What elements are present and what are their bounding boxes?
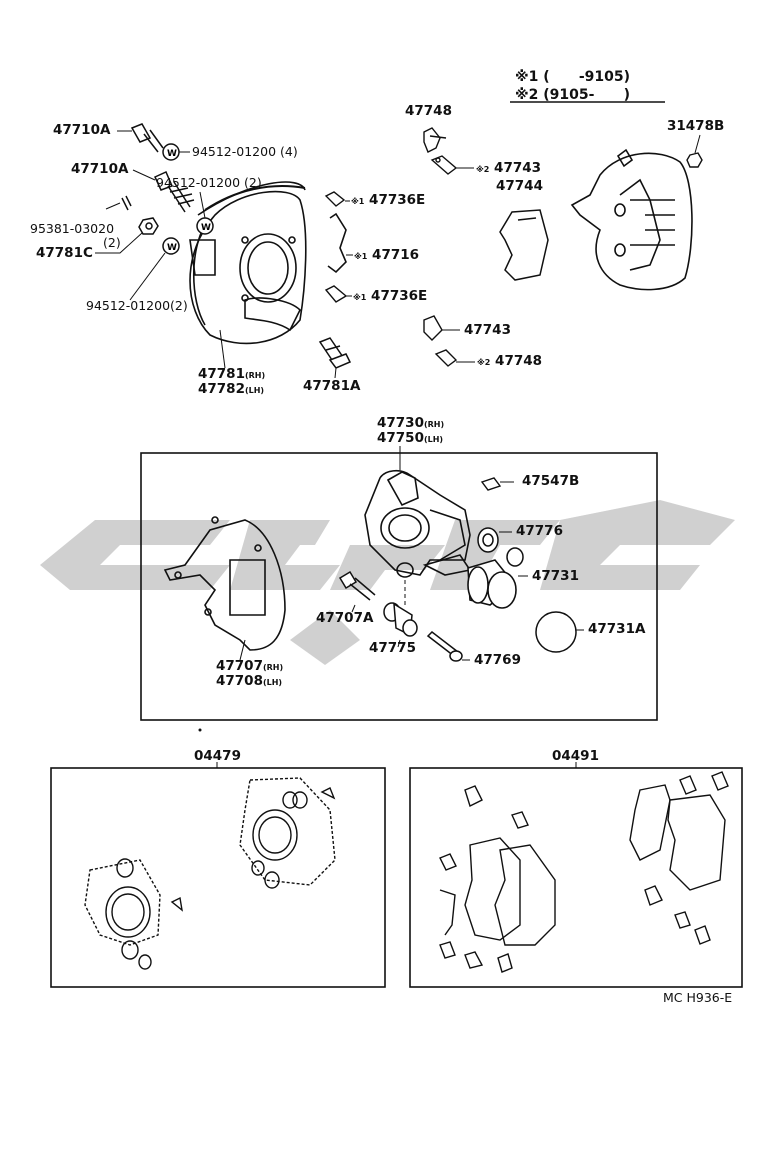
- label-47769: 47769: [474, 652, 521, 668]
- bushing-47776: [477, 527, 524, 567]
- piston-47731: [467, 559, 517, 609]
- label-94512-2a: 94512-01200 (2): [156, 175, 262, 190]
- label-47744: 47744: [496, 178, 543, 194]
- label-47731A: 47731A: [588, 621, 646, 637]
- nut-47781C: [138, 217, 159, 235]
- label-94512-4: 94512-01200 (4): [192, 144, 298, 159]
- label-47781: 47781(RH): [198, 366, 266, 382]
- legend-line-1: ※1 ( -9105): [515, 69, 631, 85]
- caliper-body: [364, 469, 472, 578]
- label-31478B: 31478B: [667, 118, 725, 134]
- bleeder-47547B: [480, 477, 502, 491]
- label-47710A-lower: 47710A: [71, 161, 129, 177]
- label-47743-top: ※2 47743: [476, 160, 542, 176]
- anti-squeal-shim-47744: [499, 209, 549, 281]
- label-47748-top: 47748: [405, 103, 452, 119]
- label-47775: 47775: [369, 640, 416, 656]
- label-47781A: 47781A: [303, 378, 361, 394]
- bushing-47775: [383, 602, 418, 637]
- label-47748-bottom: ※2 47748: [477, 353, 543, 369]
- spring-47716: [327, 212, 347, 274]
- label-kit-04491: 04491: [552, 748, 599, 764]
- label-47716: ※1 47716: [354, 247, 420, 263]
- clip-47748-bottom: [434, 349, 458, 367]
- nut-31478B: [686, 152, 703, 168]
- label-47707: 47707(RH): [216, 658, 284, 674]
- washer-icon: [162, 143, 214, 255]
- label-47731: 47731: [532, 568, 579, 584]
- caliper-mounting: [570, 148, 693, 291]
- clip-47743-bottom: [423, 315, 443, 341]
- label-47547B: 47547B: [522, 473, 580, 489]
- boot-47731A: [535, 611, 577, 653]
- pin-95381: [121, 195, 132, 211]
- clip-47748-top: [423, 127, 447, 153]
- label-95381-qty: (2): [103, 235, 121, 250]
- watermark-logo: [40, 500, 735, 665]
- clip-47743-top: [430, 155, 458, 175]
- label-47750: 47750(LH): [377, 430, 444, 446]
- label-95381: 95381-03020: [30, 221, 115, 236]
- label-94512-2b: 94512-01200(2): [86, 298, 188, 313]
- label-47707A: 47707A: [316, 610, 374, 626]
- label-47708: 47708(LH): [216, 673, 283, 689]
- label-47730: 47730(RH): [377, 415, 445, 431]
- leader-lines: [95, 130, 337, 379]
- clip-47736E-upper: [324, 191, 346, 207]
- bolt-47707A: [338, 570, 376, 601]
- washer-letter: W: [167, 149, 177, 159]
- bolt-47710A-lower: [154, 171, 195, 213]
- kit-04491-box: [409, 767, 743, 988]
- pin-47769: [426, 631, 463, 662]
- kit-04491-parts: [439, 771, 729, 973]
- label-47776: 47776: [516, 523, 563, 539]
- label-47710A-upper: 47710A: [53, 122, 111, 138]
- washer-letter: W: [167, 243, 177, 253]
- label-47743-bottom: 47743: [464, 322, 511, 338]
- backing-plate: [189, 181, 307, 345]
- shim-47707: [163, 516, 286, 651]
- label-47736E-lower: ※1 47736E: [353, 288, 428, 304]
- clip-47736E-lower: [324, 285, 348, 303]
- label-47782: 47782(LH): [198, 381, 265, 397]
- bolt-47781A: [318, 337, 352, 369]
- kit-04479-box: [50, 767, 386, 988]
- kit-04479-parts: [84, 777, 336, 970]
- caliper-assembly-box: [140, 452, 658, 721]
- label-47781C: 47781C: [36, 245, 93, 261]
- label-47736E-upper: ※1 47736E: [351, 192, 426, 208]
- diagram-code: MC H936-E: [663, 990, 733, 1005]
- bolt-47710A-upper: [130, 123, 164, 153]
- legend-line-2: ※2 (9105- ): [515, 87, 631, 103]
- washer-letter: W: [201, 223, 211, 233]
- label-kit-04479: 04479: [194, 748, 241, 764]
